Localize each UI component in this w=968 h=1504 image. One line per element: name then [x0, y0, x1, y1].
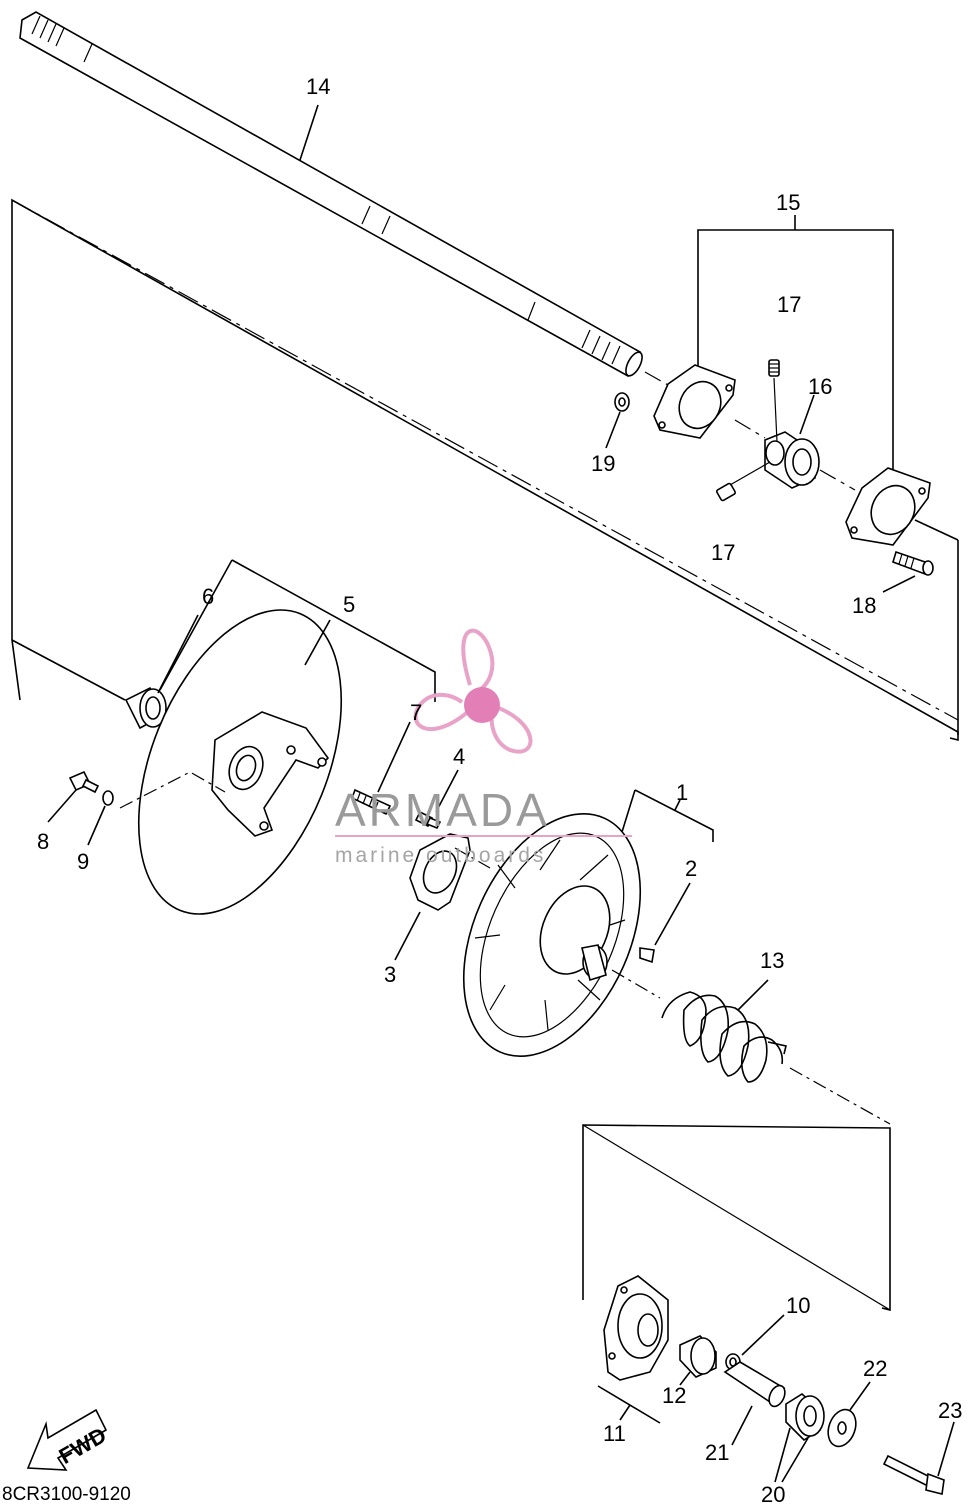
watermark: ARMADA marine outboards [335, 628, 632, 867]
cap-part [603, 1275, 669, 1381]
set-screw-part [716, 461, 771, 502]
washer-part [827, 1408, 857, 1448]
callout-19: 19 [591, 451, 615, 476]
assembly-axis [454, 847, 661, 999]
sheave-part [137, 609, 343, 915]
assembly-axis [11, 199, 959, 721]
seal-part [124, 686, 168, 730]
callout-22: 22 [863, 1356, 887, 1381]
callout-5: 5 [343, 592, 355, 617]
callout-23: 23 [938, 1398, 962, 1423]
callout-13: 13 [760, 948, 784, 973]
leader-line [605, 411, 621, 449]
callout-18: 18 [852, 593, 876, 618]
assembly-axis [582, 1124, 891, 1311]
bolt-part [68, 770, 100, 794]
leader-line [882, 575, 916, 593]
propeller-logo-icon [413, 628, 533, 754]
callout-11: 11 [603, 1421, 626, 1446]
bearing-part [764, 431, 820, 489]
callout-17a: 17 [777, 292, 801, 317]
bolt-part [414, 810, 442, 830]
bearing-flange-part [845, 467, 931, 546]
callout-2: 2 [685, 856, 697, 881]
spring-part [661, 991, 787, 1083]
shaft-part [19, 11, 643, 378]
callout-12: 12 [662, 1383, 686, 1408]
bracket-5 [159, 559, 436, 702]
leader-line [799, 394, 815, 435]
bushing-part [785, 1393, 825, 1442]
bolt-part [882, 1454, 945, 1495]
callout-1: 1 [676, 780, 688, 805]
leader-line [731, 1405, 753, 1446]
leader-line [299, 104, 319, 161]
sheave-part [462, 813, 642, 1057]
callout-4: 4 [453, 744, 465, 769]
callout-8: 8 [37, 829, 49, 854]
leader-line [435, 769, 459, 813]
leader-line [679, 1371, 691, 1386]
callout-10: 10 [786, 1293, 810, 1318]
leader-line [157, 614, 199, 694]
washer-part [614, 392, 630, 412]
leader-line [619, 1404, 631, 1421]
forward-arrow-icon [26, 1408, 108, 1471]
watermark-title: ARMADA [335, 784, 550, 836]
bracket-1 [621, 789, 714, 842]
assembly-axis [789, 1067, 891, 1125]
bearing-flange-part [653, 364, 736, 439]
callout-9: 9 [77, 849, 89, 874]
leader-line [377, 721, 411, 793]
stud-part [350, 788, 392, 816]
bolt-part [892, 550, 934, 576]
leader-line [774, 1427, 809, 1483]
washer-part [102, 790, 114, 806]
callout-16: 16 [808, 374, 832, 399]
bushing-part [679, 1335, 717, 1378]
screw-part [639, 947, 655, 964]
leader-line [87, 805, 106, 846]
bracket-15 [697, 229, 894, 470]
callout-15: 15 [776, 190, 800, 215]
watermark-subtitle: marine outboards [335, 844, 546, 867]
sleeve-part [723, 1361, 786, 1408]
leader-line [394, 911, 421, 961]
callout-17b: 17 [711, 540, 735, 565]
leader-line [849, 1381, 871, 1411]
callout-21: 21 [705, 1440, 729, 1465]
bracket-assembly [11, 198, 959, 742]
callout-6: 6 [202, 584, 214, 609]
gasket-part [409, 833, 471, 911]
set-screw-part [768, 359, 780, 443]
callout-20: 20 [761, 1482, 785, 1504]
bracket-lower [582, 1124, 891, 1312]
assembly-axis [644, 371, 856, 491]
callout-3: 3 [384, 962, 396, 987]
leader-line [737, 979, 769, 1011]
leader-line [741, 1314, 785, 1356]
callout-14: 14 [306, 74, 330, 99]
bracket-1-stem [674, 799, 681, 811]
leader-line [654, 882, 691, 946]
bracket-lower-edge [11, 639, 126, 701]
bracket-11 [597, 1385, 661, 1424]
diagram-code: 8CR3100-9120 [2, 1484, 131, 1504]
bracket-right-top [914, 519, 959, 541]
leader-line [937, 1421, 955, 1477]
leader-line [47, 789, 77, 823]
leader-line [304, 619, 331, 666]
callout-7: 7 [410, 700, 422, 725]
